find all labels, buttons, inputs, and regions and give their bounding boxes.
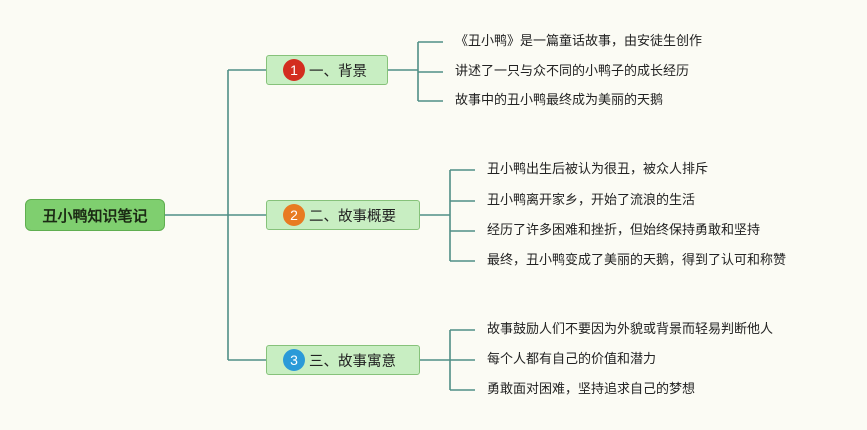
root-node-label: 丑小鸭知识笔记 [42, 206, 148, 225]
leaf-item[interactable]: 《丑小鸭》是一篇童话故事，由安徒生创作 [455, 34, 703, 49]
leaf-item[interactable]: 最终，丑小鸭变成了美丽的天鹅，得到了认可和称赞 [487, 253, 787, 268]
leaf-item[interactable]: 经历了许多困难和挫折，但始终保持勇敢和坚持 [487, 223, 761, 238]
number-badge-icon: 2 [283, 204, 305, 226]
number-badge-icon: 1 [283, 59, 305, 81]
number-badge-icon: 3 [283, 349, 305, 371]
root-node[interactable]: 丑小鸭知识笔记 [25, 199, 165, 231]
leaf-item[interactable]: 丑小鸭离开家乡，开始了流浪的生活 [487, 193, 696, 208]
leaf-item[interactable]: 故事中的丑小鸭最终成为美丽的天鹅 [455, 93, 664, 108]
leaf-item[interactable]: 故事鼓励人们不要因为外貌或背景而轻易判断他人 [487, 322, 774, 337]
branch-label: 二、故事概要 [309, 208, 396, 225]
branch-label: 三、故事寓意 [309, 353, 396, 370]
leaf-item[interactable]: 每个人都有自己的价值和潜力 [487, 352, 657, 367]
leaf-item[interactable]: 丑小鸭出生后被认为很丑，被众人排斥 [487, 162, 709, 177]
leaf-item[interactable]: 勇敢面对困难，坚持追求自己的梦想 [487, 382, 696, 397]
branch-label: 一、背景 [309, 63, 367, 80]
leaf-item[interactable]: 讲述了一只与众不同的小鸭子的成长经历 [455, 64, 690, 79]
